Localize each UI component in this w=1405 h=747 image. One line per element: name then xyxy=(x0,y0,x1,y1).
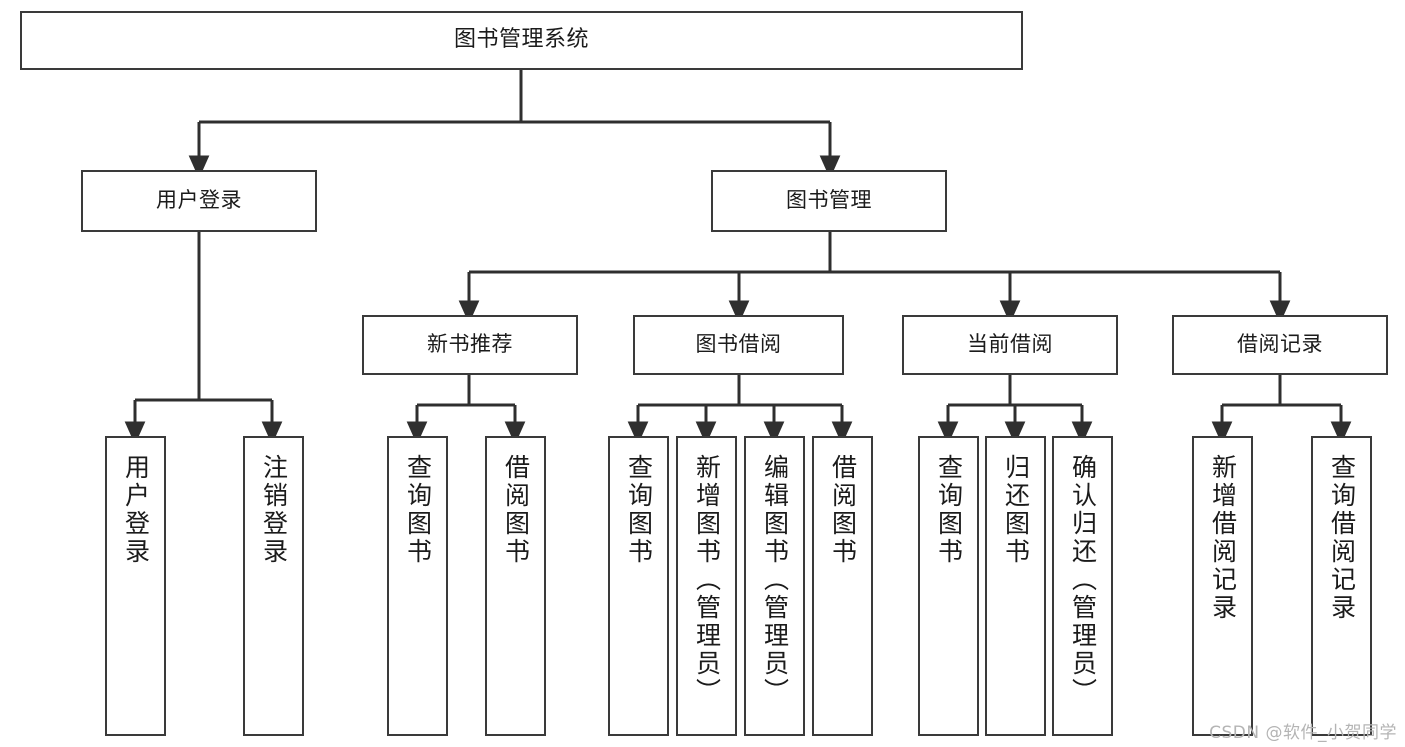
leaf-query-book-bb[interactable]: 查询图书 xyxy=(608,436,669,736)
leaf-query-record[interactable]: 查询借阅记录 xyxy=(1311,436,1372,736)
node-user-login[interactable]: 用户登录 xyxy=(81,170,317,232)
leaf-confirm-return[interactable]: 确认归还（管理员） xyxy=(1052,436,1113,736)
leaf-return-book[interactable]: 归还图书 xyxy=(985,436,1046,736)
leaf-query-record-label: 查询借阅记录 xyxy=(1327,454,1357,622)
leaf-user-login-label: 用户登录 xyxy=(121,454,151,566)
node-root[interactable]: 图书管理系统 xyxy=(20,11,1023,70)
leaf-add-record-label: 新增借阅记录 xyxy=(1208,454,1238,622)
leaf-query-book-rec[interactable]: 查询图书 xyxy=(387,436,448,736)
leaf-add-book-label: 新增图书（管理员） xyxy=(692,454,722,706)
leaf-logout-label: 注销登录 xyxy=(259,454,289,566)
node-borrow-record[interactable]: 借阅记录 xyxy=(1172,315,1388,375)
leaf-query-book-bb-label: 查询图书 xyxy=(624,454,654,566)
node-new-book-rec[interactable]: 新书推荐 xyxy=(362,315,578,375)
node-book-mgmt[interactable]: 图书管理 xyxy=(711,170,947,232)
node-book-borrow[interactable]: 图书借阅 xyxy=(633,315,844,375)
leaf-query-book-cb-label: 查询图书 xyxy=(934,454,964,566)
node-current-borrow-label: 当前借阅 xyxy=(967,332,1053,357)
leaf-borrow-book-bb[interactable]: 借阅图书 xyxy=(812,436,873,736)
node-user-login-label: 用户登录 xyxy=(156,188,242,213)
node-new-book-rec-label: 新书推荐 xyxy=(427,332,513,357)
leaf-query-book-rec-label: 查询图书 xyxy=(403,454,433,566)
watermark-text: CSDN @软件_小贺同学 xyxy=(1209,723,1397,743)
leaf-borrow-book-rec-label: 借阅图书 xyxy=(501,454,531,566)
node-borrow-record-label: 借阅记录 xyxy=(1237,332,1323,357)
node-root-label: 图书管理系统 xyxy=(453,27,589,53)
leaf-confirm-return-label: 确认归还（管理员） xyxy=(1068,454,1098,706)
leaf-add-book[interactable]: 新增图书（管理员） xyxy=(676,436,737,736)
leaf-user-login[interactable]: 用户登录 xyxy=(105,436,166,736)
leaf-add-record[interactable]: 新增借阅记录 xyxy=(1192,436,1253,736)
node-book-mgmt-label: 图书管理 xyxy=(786,188,872,213)
leaf-edit-book-label: 编辑图书（管理员） xyxy=(760,454,790,706)
leaf-logout[interactable]: 注销登录 xyxy=(243,436,304,736)
leaf-borrow-book-bb-label: 借阅图书 xyxy=(828,454,858,566)
leaf-query-book-cb[interactable]: 查询图书 xyxy=(918,436,979,736)
node-current-borrow[interactable]: 当前借阅 xyxy=(902,315,1118,375)
leaf-borrow-book-rec[interactable]: 借阅图书 xyxy=(485,436,546,736)
node-book-borrow-label: 图书借阅 xyxy=(695,332,782,357)
leaf-edit-book[interactable]: 编辑图书（管理员） xyxy=(744,436,805,736)
leaf-return-book-label: 归还图书 xyxy=(1001,454,1031,566)
